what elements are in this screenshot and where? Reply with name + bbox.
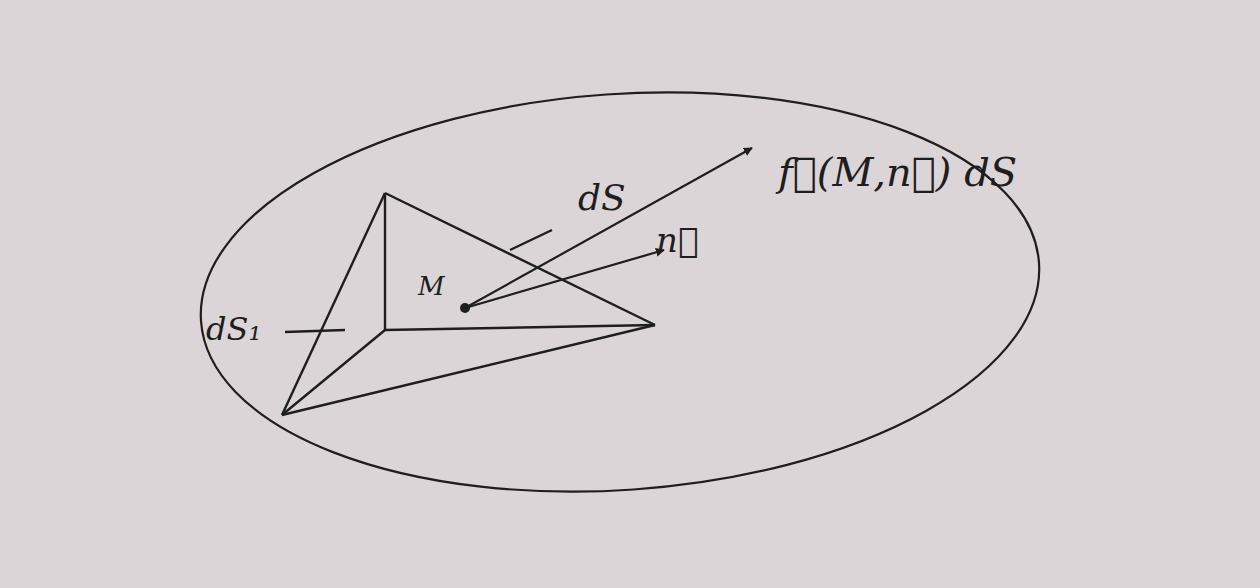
leader-line [510, 230, 552, 250]
leader-line [285, 330, 345, 332]
normal-label: n⃗ [656, 222, 698, 259]
closed-surface [187, 65, 1053, 519]
force-label: f⃗(M,n⃗) dS [778, 150, 1017, 194]
area-label: dS [578, 178, 626, 218]
force-vector [465, 148, 752, 308]
tetrahedron [282, 193, 655, 415]
point-label: M [418, 272, 445, 301]
area-label: dS₁ [206, 312, 261, 347]
normal-vector [465, 250, 664, 308]
